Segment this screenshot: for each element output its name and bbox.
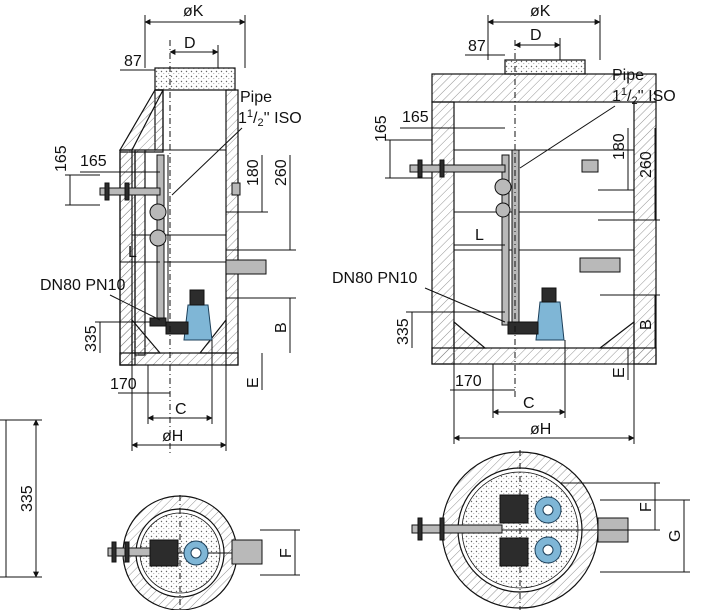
left-inlet-pipe bbox=[225, 259, 267, 275]
left-plan-dim-f: F bbox=[278, 548, 295, 558]
left-dim-165-h: 165 bbox=[80, 153, 107, 170]
left-dim-87: 87 bbox=[124, 53, 142, 70]
left-dim-c: C bbox=[175, 401, 187, 418]
right-plan-view: F G bbox=[411, 450, 690, 610]
left-plan-view: F bbox=[107, 495, 300, 610]
left-dim-180: 180 bbox=[245, 159, 262, 186]
right-dim-170: 170 bbox=[455, 373, 482, 390]
left-dim-170: 170 bbox=[110, 376, 137, 393]
left-floor bbox=[119, 352, 239, 366]
right-dim-180: 180 bbox=[611, 133, 628, 160]
right-dim-h: øH bbox=[530, 421, 551, 438]
right-pump bbox=[535, 301, 565, 341]
left-cover bbox=[154, 67, 236, 91]
left-elevation: øK D 87 Pipe 11/2'' ISO 165 165 180 260 … bbox=[40, 3, 302, 455]
left-dim-165-v: 165 bbox=[53, 145, 70, 172]
side-dim-335: 335 bbox=[19, 485, 36, 512]
right-plan-valves-bottom bbox=[499, 537, 529, 567]
right-dim-e: E bbox=[611, 367, 628, 378]
right-pipe-label-2: 11/2'' ISO bbox=[612, 86, 676, 107]
left-dim-b: B bbox=[273, 322, 290, 333]
left-dim-e: E bbox=[245, 377, 262, 388]
left-dim-l: L bbox=[128, 244, 137, 261]
left-dim-260: 260 bbox=[273, 159, 290, 186]
right-dim-87: 87 bbox=[468, 38, 486, 55]
right-plan-valves-top bbox=[499, 494, 529, 524]
right-dim-260: 260 bbox=[638, 151, 655, 178]
left-dim-k: øK bbox=[183, 3, 204, 20]
right-plan-pipe bbox=[411, 524, 503, 534]
right-dim-335: 335 bbox=[395, 318, 412, 345]
right-plan-dim-g: G bbox=[667, 530, 684, 542]
right-wall-l bbox=[431, 101, 455, 365]
right-elevation: øK D 87 Pipe 11/2'' ISO 165 165 180 260 … bbox=[332, 3, 676, 444]
right-top-slab bbox=[431, 73, 657, 103]
left-dim-h: øH bbox=[162, 428, 183, 445]
right-dim-165-h: 165 bbox=[402, 109, 429, 126]
right-dim-d: D bbox=[530, 27, 542, 44]
left-benching-r bbox=[198, 318, 227, 354]
left-valve-1 bbox=[149, 203, 167, 221]
left-valve-2 bbox=[149, 229, 167, 247]
right-pipe-label-1: Pipe bbox=[612, 67, 644, 84]
right-dim-b: B bbox=[638, 319, 655, 330]
side-dimension: 335 bbox=[0, 419, 42, 578]
right-outlet-label: DN80 PN10 bbox=[332, 270, 417, 287]
right-riser-pipe bbox=[501, 154, 510, 326]
left-dim-335: 335 bbox=[83, 325, 100, 352]
right-valve-2 bbox=[495, 202, 511, 218]
right-valve-1 bbox=[494, 178, 512, 196]
left-benching-l bbox=[131, 318, 162, 354]
left-dim-d: D bbox=[184, 35, 196, 52]
right-plan-dim-f: F bbox=[638, 502, 655, 512]
left-wall-r bbox=[225, 89, 239, 366]
left-outlet-pipe bbox=[99, 187, 161, 196]
left-pipe-label-1: Pipe bbox=[240, 89, 272, 106]
right-cover bbox=[504, 59, 586, 75]
left-pipe-label-2: 11/2'' ISO bbox=[238, 108, 302, 129]
right-dim-c: C bbox=[523, 395, 535, 412]
left-plan-valves bbox=[149, 539, 179, 567]
right-outlet-pipe bbox=[409, 164, 506, 173]
right-inlet-pipe bbox=[579, 257, 621, 273]
left-plan-inlet bbox=[231, 539, 263, 565]
right-dim-l: L bbox=[475, 227, 484, 244]
right-dim-165-v: 165 bbox=[373, 115, 390, 142]
left-outlet-label: DN80 PN10 bbox=[40, 277, 125, 294]
right-floor bbox=[431, 347, 657, 365]
right-dim-k: øK bbox=[530, 3, 551, 20]
